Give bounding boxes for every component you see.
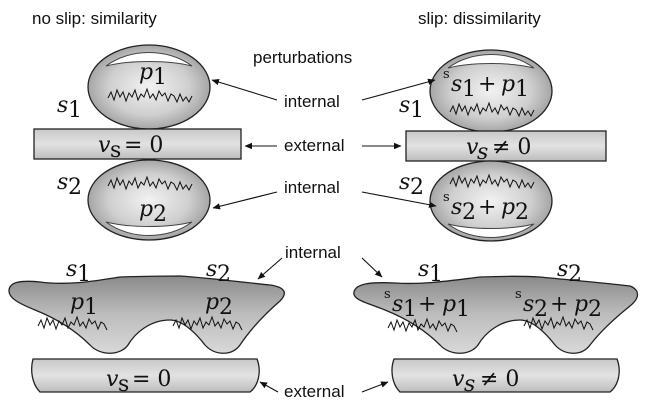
left-top-p-sub: 1 xyxy=(153,65,167,90)
right-s2-label: s xyxy=(399,170,410,195)
noise-right-blob-1 xyxy=(387,317,458,333)
right-bottom-s-sup: s xyxy=(443,190,450,205)
right-v-label: v xyxy=(466,135,479,160)
internal-label-top: internal xyxy=(284,92,340,111)
external-label-bottom: external xyxy=(284,382,344,401)
left-blob-p2-sub: 2 xyxy=(219,295,233,320)
right-blob-1-s-label: s xyxy=(392,292,403,317)
right-bottom-p-sub: 2 xyxy=(515,200,529,225)
right-bottom-s-sub: 2 xyxy=(462,200,476,225)
right-bottom-p-label: p xyxy=(501,195,515,220)
left-blob-s1-sub: 1 xyxy=(77,262,91,287)
right-s2-sub: 2 xyxy=(410,175,424,200)
left-bottom-body xyxy=(87,159,211,241)
right-blob-s2-label: s xyxy=(557,257,568,282)
left-s2-label: s xyxy=(57,170,68,195)
right-top-p-label: p xyxy=(501,72,515,97)
noise-left-blob-2 xyxy=(172,315,243,331)
right-top-p-sub: 1 xyxy=(515,77,529,102)
left-blob-p1-label: p xyxy=(70,290,84,315)
left-bottom-p-sub: 2 xyxy=(153,202,167,227)
right-blob-2-s-sup: s xyxy=(515,287,522,302)
left-blob-p2-label: p xyxy=(205,290,219,315)
right-bottom-v-sub: s xyxy=(464,372,475,397)
right-blob-1-s-sup: s xyxy=(384,287,391,302)
right-top-body xyxy=(429,49,553,133)
right-blob-2-p-label: p xyxy=(574,292,588,317)
left-blob-p1-sub: 1 xyxy=(84,295,98,320)
right-top-s-sub: 1 xyxy=(462,77,476,102)
left-bottom-surface xyxy=(31,358,260,393)
right-v-neq: ≠ 0 xyxy=(492,135,531,160)
right-bottom-surface xyxy=(391,358,620,393)
left-blob-s2-sub: 2 xyxy=(217,262,231,287)
noise-right-top xyxy=(449,101,535,118)
perturbations-label: perturbations xyxy=(253,48,352,67)
arrow-internal-mid-left xyxy=(212,191,278,210)
right-s1-label: s xyxy=(399,93,410,118)
noise-left-top xyxy=(107,87,193,104)
header-slip: slip: dissimilarity xyxy=(418,9,541,28)
left-top-body xyxy=(87,44,211,130)
right-blob-2-p-sub: 2 xyxy=(588,297,602,322)
arrow-internal-top-left xyxy=(211,79,278,101)
right-bottom-body xyxy=(429,160,553,242)
external-label-top: external xyxy=(284,136,344,155)
noise-left-blob-1 xyxy=(37,315,108,331)
arrow-external-bottom-left xyxy=(259,381,279,393)
right-blob-2-s-label: s xyxy=(523,292,534,317)
left-v-eq: = 0 xyxy=(124,133,163,158)
left-bottom-v-label: v xyxy=(106,367,119,392)
right-top-plus: + xyxy=(478,72,496,97)
header-no-slip: no slip: similarity xyxy=(32,9,157,28)
right-blob-1-p-label: p xyxy=(442,292,456,317)
arrow-internal-bottom-right xyxy=(361,257,383,278)
right-top-s-sup: s xyxy=(443,67,450,82)
right-s1-sub: 1 xyxy=(410,98,424,123)
left-bottom-v-eq: = 0 xyxy=(132,367,171,392)
right-blob-1-p-sub: 1 xyxy=(456,297,470,322)
left-s1-label: s xyxy=(57,93,68,118)
internal-label-mid: internal xyxy=(284,178,340,197)
arrow-external-bottom-right xyxy=(361,381,389,393)
left-blob-s2-label: s xyxy=(206,257,217,282)
arrow-internal-bottom-left xyxy=(257,257,283,280)
left-s2-sub: 2 xyxy=(68,175,82,200)
noise-right-blob-2 xyxy=(523,315,594,331)
right-blob-s2-sub: 2 xyxy=(568,262,582,287)
right-blob-1-plus: + xyxy=(418,292,436,317)
internal-label-bottom: internal xyxy=(285,243,341,262)
right-blob-1-s-sub: 1 xyxy=(403,297,417,322)
left-v-sub: s xyxy=(110,138,121,163)
left-top-surface xyxy=(33,128,242,160)
right-top-s-label: s xyxy=(451,72,462,97)
arrow-internal-mid-right xyxy=(361,191,437,208)
left-v-label: v xyxy=(98,133,111,158)
left-s1-sub: 1 xyxy=(68,98,82,123)
right-bottom-s-label: s xyxy=(451,195,462,220)
right-blob-s1-sub: 1 xyxy=(429,262,443,287)
right-bottom-plus: + xyxy=(478,195,496,220)
left-bottom-blob xyxy=(8,275,285,354)
left-bottom-p-label: p xyxy=(139,197,153,222)
arrow-internal-top-right xyxy=(361,78,436,101)
right-blob-s1-label: s xyxy=(418,257,429,282)
right-bottom-v-neq: ≠ 0 xyxy=(480,367,519,392)
noise-right-bottom xyxy=(449,173,535,190)
right-top-surface xyxy=(405,130,607,162)
noise-left-bottom xyxy=(107,175,193,192)
right-bottom-v-label: v xyxy=(452,367,465,392)
left-top-p-label: p xyxy=(139,60,153,85)
right-blob-2-plus: + xyxy=(550,292,568,317)
right-bottom-blob xyxy=(353,275,639,354)
left-bottom-v-sub: s xyxy=(118,372,129,397)
left-blob-s1-label: s xyxy=(66,257,77,282)
right-blob-2-s-sub: 2 xyxy=(534,297,548,322)
right-v-sub: s xyxy=(477,140,488,165)
